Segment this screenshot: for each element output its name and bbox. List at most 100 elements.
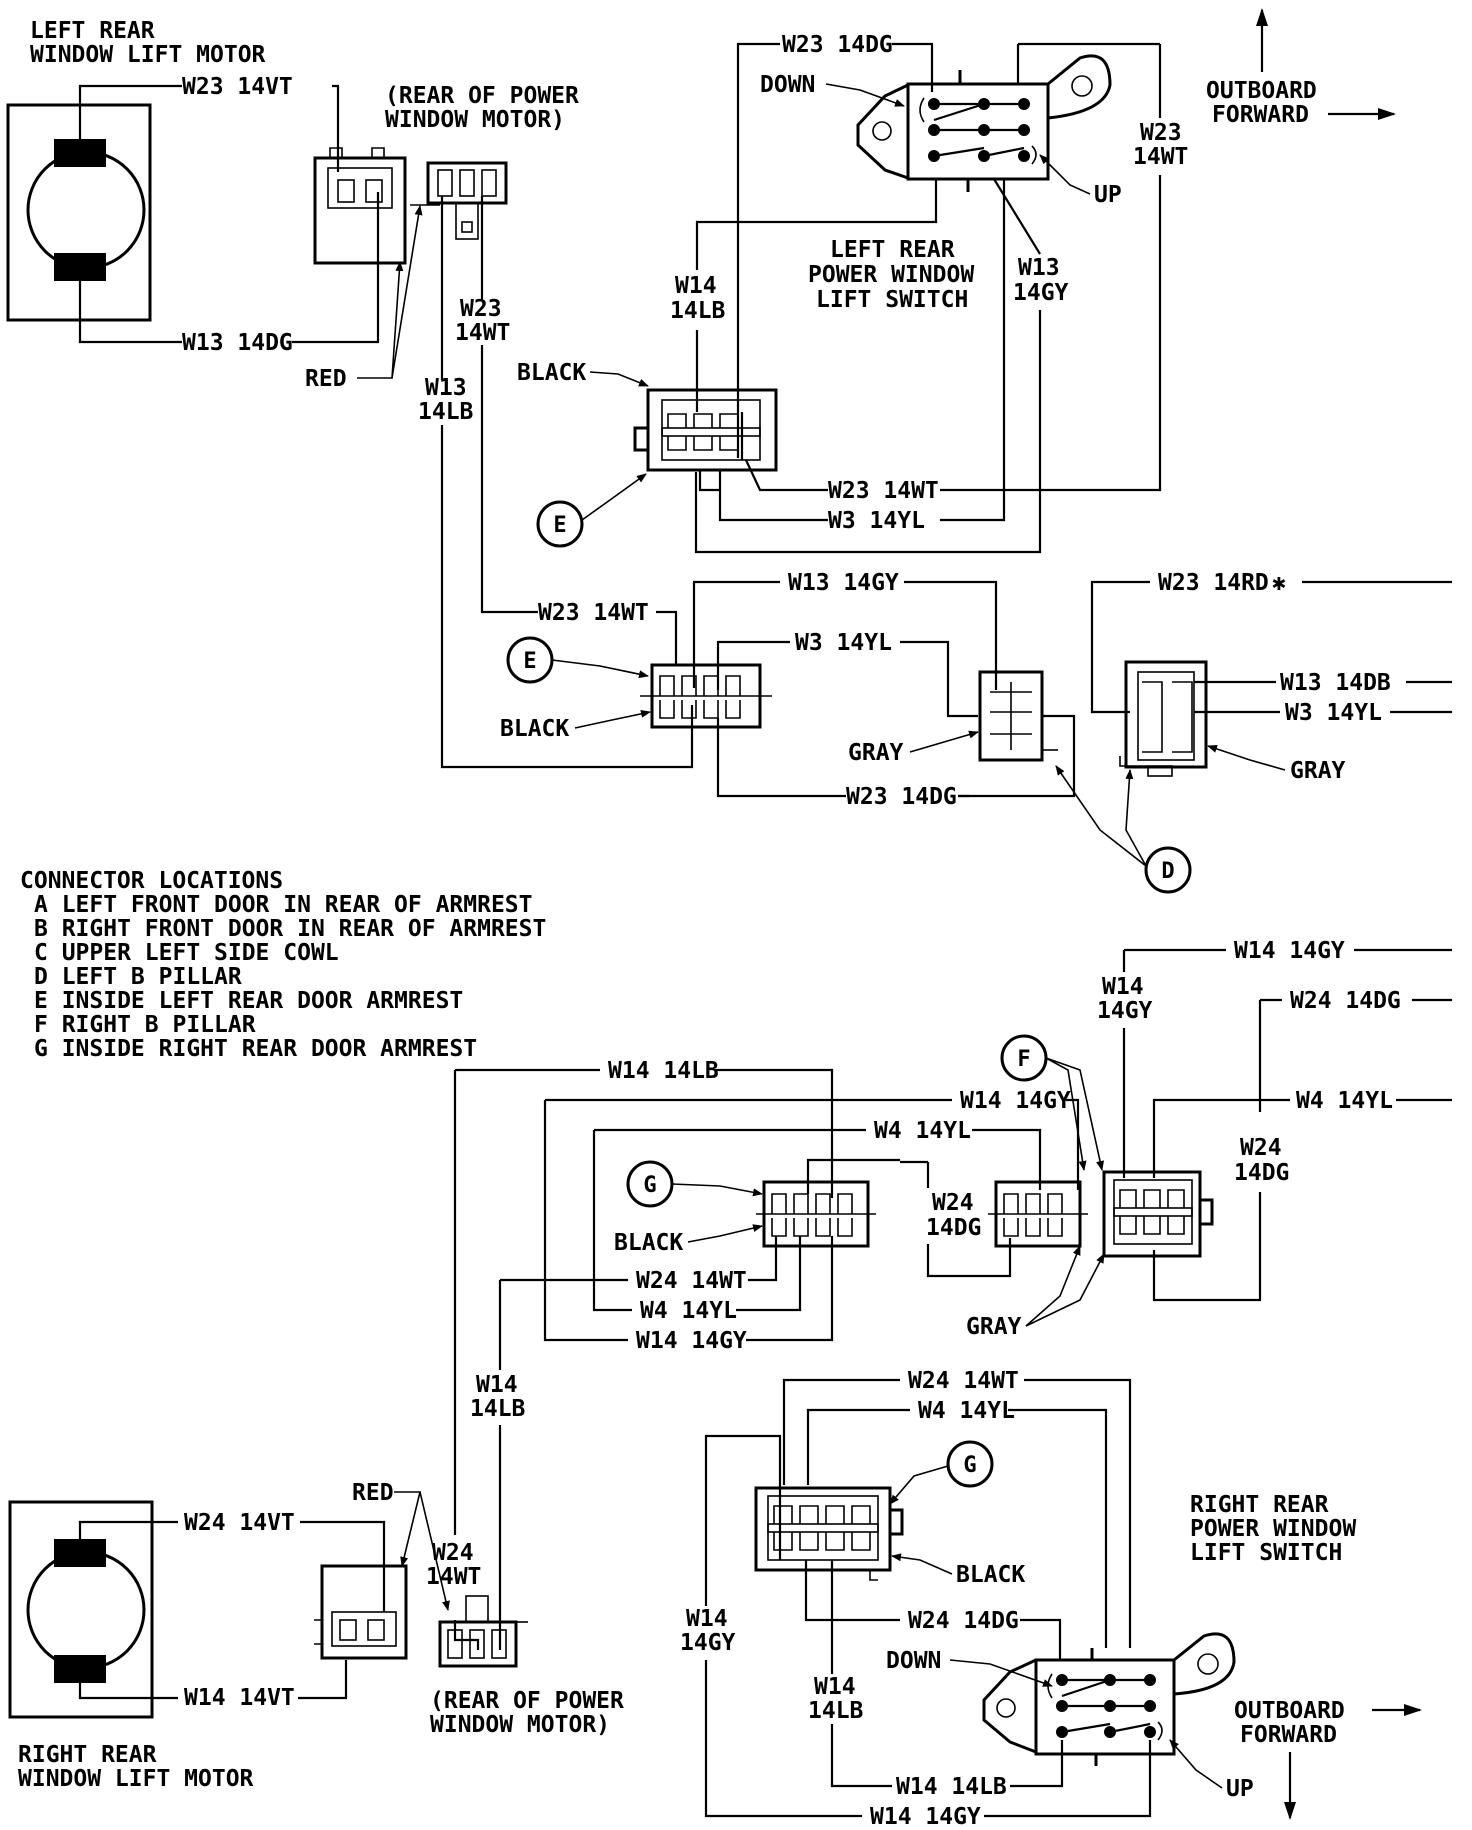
lm-w23-14wt-label: W23 14WT <box>538 600 649 626</box>
lm-black-arrow <box>574 709 651 729</box>
connector-locations-legend: CONNECTOR LOCATIONS A LEFT FRONT DOOR IN… <box>20 868 546 1062</box>
lr-harness-pin-1 <box>437 169 453 197</box>
rm-black-arrow <box>687 1224 763 1243</box>
rr-motor-box <box>8 1500 154 1719</box>
lm-gray-label: GRAY <box>848 740 904 766</box>
lm-gray-connector-grid <box>990 682 1032 750</box>
rr-motor-connector-pin-2 <box>367 1619 385 1641</box>
rs-w24-14dg-wire-a <box>804 1560 900 1622</box>
lm-w3-wire-a <box>716 640 790 690</box>
rs-w14-14gy-wire-b <box>984 1740 1152 1818</box>
rr-motor-connector-housing <box>320 1564 408 1660</box>
rs-connector-key <box>767 1523 879 1533</box>
lr-harness-pin-3 <box>481 169 497 197</box>
rr-harness-pin-1 <box>447 1629 463 1659</box>
lr-motor-connector-latch <box>329 147 385 158</box>
rm-gray-label: GRAY <box>966 1314 1022 1340</box>
rs-up-label: UP <box>1226 1776 1254 1802</box>
lr-red-label: RED <box>305 366 347 392</box>
rs-w14c-label-1: W14 <box>814 1674 856 1700</box>
rm-w4-14yl-label: W4 14YL <box>874 1118 971 1144</box>
lr-switch-top-wire-b <box>892 42 934 92</box>
rr-rear-note-2: WINDOW MOTOR) <box>430 1712 610 1738</box>
right-mid-connectors: W14 14GY W14 14GY W24 14DG W24 14DG W4 1… <box>455 938 1452 1354</box>
rs-w14c-label-2: 14LB <box>808 1698 864 1724</box>
outboard-bottom-2: FORWARD <box>1240 1722 1337 1748</box>
lr-motor-wire-top-b <box>332 84 340 172</box>
legend-item-c: C UPPER LEFT SIDE COWL <box>34 940 339 966</box>
left-rear-motor-title-1: LEFT REAR <box>30 18 155 44</box>
rm-f-connector-latch <box>1198 1198 1214 1226</box>
rs-connector-top-pins <box>773 1505 871 1524</box>
lm-w13-14gy-label: W13 14GY <box>788 570 899 596</box>
lr-switch-left-tab <box>856 83 909 180</box>
rm-w14-14gy-label: W14 14GY <box>960 1088 1071 1114</box>
lr-motor-connector-pin-2 <box>365 179 383 203</box>
outboard-top-2: FORWARD <box>1212 102 1309 128</box>
rm-black-label: BLACK <box>614 1230 683 1256</box>
rs-w4-14yl-wire-b <box>1008 1408 1108 1648</box>
lr-motor-wire-bottom-a <box>78 280 182 344</box>
lm-d-circle <box>1144 846 1192 894</box>
rs-title-1: RIGHT REAR <box>1190 1492 1329 1518</box>
rs-switch-left-hole <box>996 1698 1016 1718</box>
lm-w3-wire-b <box>900 640 978 718</box>
left-rear-motor-icon <box>26 150 146 270</box>
lr-switch-down-arrow <box>825 83 905 107</box>
lr-rear-note-2: WINDOW MOTOR) <box>385 107 565 133</box>
rm-g-mid-w24-wire <box>806 1158 900 1194</box>
rm-w24-14wt-label: W24 14WT <box>636 1268 747 1294</box>
rs-switch-right-tab <box>1173 1632 1236 1696</box>
lr-switch-e-label: E <box>553 513 566 538</box>
rm-w14-label-2: 14GY <box>1097 998 1153 1024</box>
rr-red-arrow-2 <box>419 1491 450 1611</box>
lm-e-label: E <box>523 649 536 674</box>
lr-switch-connector-bottom-pins <box>667 436 739 451</box>
lr-switch-right-w23-2: 14WT <box>1133 144 1188 170</box>
lr-switch-right-tab <box>1047 54 1112 120</box>
lr-switch-connector-latch <box>633 426 650 452</box>
lm-w3-14yl-label: W3 14YL <box>795 630 892 656</box>
lr-switch-w23-14wt-label: W23 14WT <box>828 478 939 504</box>
rm-f-mid-top-pins <box>1003 1193 1063 1214</box>
rm-w4-14yl-r-label: W4 14YL <box>1296 1088 1393 1114</box>
rr-w24-wire-up-b <box>453 1620 480 1650</box>
lr-harness-tab-hole <box>461 221 473 233</box>
lr-rear-note-1: (REAR OF POWER <box>385 83 579 109</box>
rs-down-label: DOWN <box>886 1648 941 1674</box>
rs-w14-14lb-label: W14 14LB <box>896 1774 1007 1800</box>
lr-w23-label-2: 14WT <box>455 320 510 346</box>
legend-item-d: D LEFT B PILLAR <box>34 964 242 990</box>
rm-w24m-label-2: 14DG <box>926 1215 981 1241</box>
lr-w13-wire-b <box>440 425 694 769</box>
rs-w14-label-2: 14GY <box>680 1630 736 1656</box>
rs-w24-14dg-label: W24 14DG <box>908 1608 1019 1634</box>
lr-w13-label-2: 14LB <box>418 399 474 425</box>
rr-motor-wire-top-a <box>78 1520 178 1540</box>
lr-w23-wire-b <box>480 345 538 614</box>
lm-asterisk: ✱ <box>1272 570 1286 596</box>
rm-w24-14wt-wire-b <box>748 1236 778 1282</box>
lr-switch-left-hole <box>872 121 892 141</box>
rm-w4-b-wire-b <box>736 1236 802 1312</box>
lm-w13-14db-label: W13 14DB <box>1280 670 1391 696</box>
rr-motor-wire-top-label: W24 14VT <box>184 1510 295 1536</box>
rm-w24-label-2: 14DG <box>1234 1160 1289 1186</box>
rm-f-connector-bottom-pins <box>1119 1216 1185 1235</box>
lm-e-connector-bottom-pins <box>659 700 741 719</box>
outboard-bottom-1: OUTBOARD <box>1234 1698 1345 1724</box>
legend-item-e: E INSIDE LEFT REAR DOOR ARMREST <box>34 988 463 1014</box>
lm-w23-14dg-wire-a <box>716 718 846 798</box>
rr-motor-connector-latch <box>314 1619 322 1645</box>
lr-motor-connector-pin-1 <box>337 179 355 203</box>
lm-w13-wire-a <box>692 580 780 688</box>
lr-switch-top-wire-a <box>736 42 780 458</box>
rr-motor-wire-bottom-label: W14 14VT <box>184 1685 295 1711</box>
rm-g-mid-top-pins <box>771 1193 853 1214</box>
right-rear-switch-section: W24 14WT W4 14YL G RIGHT REAR POWER WIND… <box>680 1368 1356 1830</box>
lm-right-connector-lip <box>1119 756 1148 767</box>
lr-motor-connector-face <box>327 167 393 209</box>
lr-switch-w14-wire-a <box>695 179 938 270</box>
lm-w23-wire-b <box>656 610 678 666</box>
lr-switch-connector-wire-bottom-1 <box>698 470 720 492</box>
